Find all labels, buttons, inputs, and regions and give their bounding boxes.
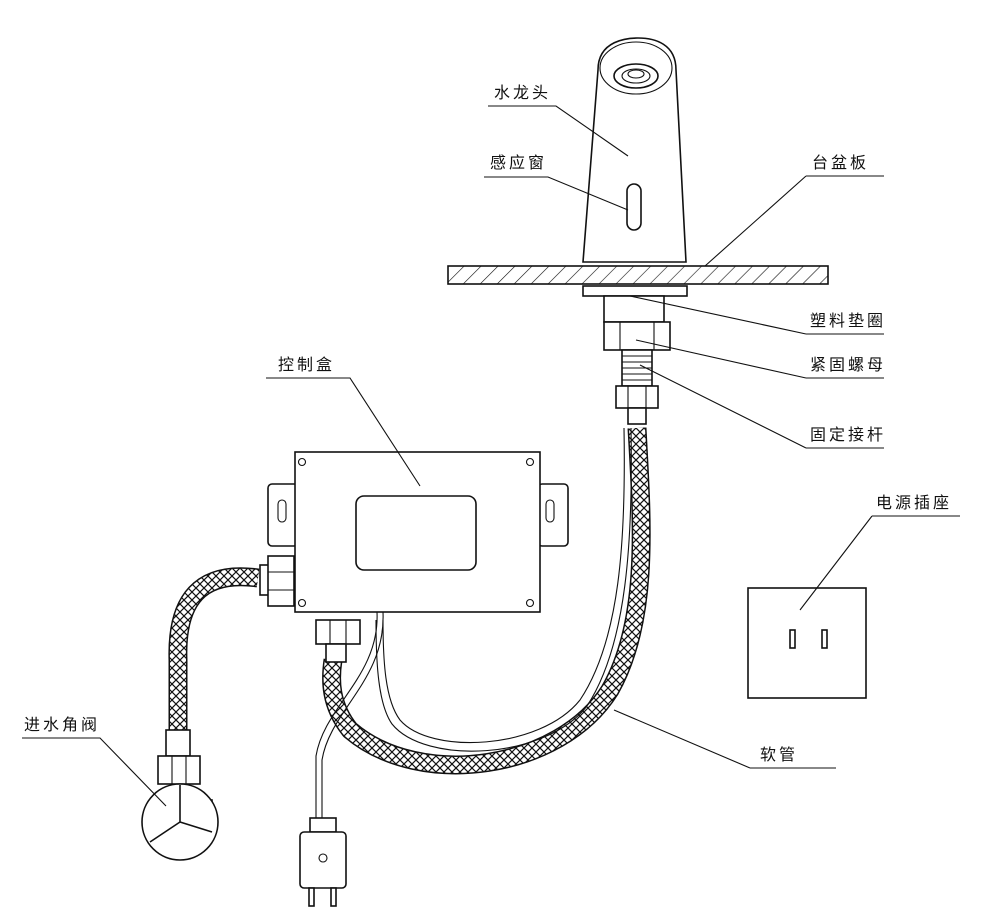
power-cable xyxy=(315,611,384,818)
hose-main xyxy=(322,427,651,775)
angle-valve-icon xyxy=(141,729,219,861)
label-plastic-washer: 塑料垫圈 xyxy=(810,311,886,330)
hose-outlet-inner xyxy=(375,427,632,752)
label-sensor-window: 感应窗 xyxy=(490,153,547,172)
power-socket-icon xyxy=(747,587,867,699)
label-lock-nut: 紧固螺母 xyxy=(810,355,886,374)
label-hose: 软管 xyxy=(760,745,798,764)
label-power-socket: 电源插座 xyxy=(876,493,952,512)
power-plug-icon xyxy=(299,817,347,907)
sensor-window-icon xyxy=(626,183,642,231)
label-faucet: 水龙头 xyxy=(494,83,551,102)
faucet-icon xyxy=(582,37,687,263)
label-inlet-angle-valve: 进水角阀 xyxy=(24,715,100,734)
label-control-box: 控制盒 xyxy=(278,355,335,374)
fixed-rod xyxy=(615,349,659,425)
hose-inlet xyxy=(168,567,260,730)
plastic-washer xyxy=(582,285,688,323)
label-countertop: 台盆板 xyxy=(812,153,869,172)
control-box-icon xyxy=(259,451,569,663)
countertop-slab xyxy=(447,265,829,285)
leader-lines xyxy=(22,105,960,807)
label-fixed-rod: 固定接杆 xyxy=(810,425,886,444)
